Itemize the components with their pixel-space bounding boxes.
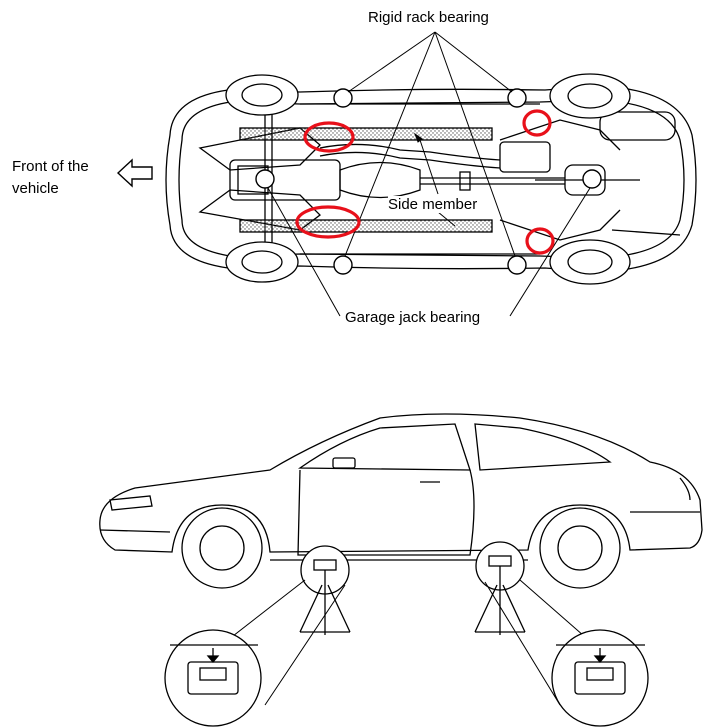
side-wheel-rear	[539, 507, 621, 589]
car-side-outline	[99, 413, 703, 553]
wheel-front-right	[225, 241, 299, 283]
label-front-of-vehicle-line1: Front of the	[12, 158, 89, 175]
detail-front	[164, 629, 262, 727]
label-garage-jack-bearing: Garage jack bearing	[345, 309, 481, 327]
highlight-side-member-front-upper	[303, 121, 355, 153]
highlight-side-member-front-lower	[295, 205, 361, 239]
jack-stand-rear	[474, 541, 526, 635]
muffler	[599, 111, 676, 141]
underside-view	[165, 73, 697, 285]
garage-jack-points	[255, 169, 602, 189]
side-wheel-front	[181, 507, 263, 589]
label-side-member: Side member	[388, 196, 478, 214]
garage-jack-leaders	[267, 187, 591, 317]
side-member-lower	[239, 219, 493, 233]
car-body-outline	[165, 85, 697, 273]
rigid-rack-points	[333, 88, 527, 275]
zoom-leaders	[214, 579, 601, 706]
label-front-of-vehicle-line2: vehicle	[12, 180, 59, 197]
side-member-leaders	[413, 132, 456, 227]
wheel-rear-left	[549, 73, 631, 119]
wheel-rear-right	[549, 239, 631, 285]
highlight-markers	[295, 109, 555, 255]
side-member-upper	[239, 127, 493, 141]
front-arrow-icon	[116, 158, 153, 188]
highlight-rear-lower	[525, 227, 555, 255]
wheel-front-left	[225, 74, 299, 116]
label-rigid-rack-bearing: Rigid rack bearing	[368, 9, 489, 26]
highlight-rear-upper	[522, 109, 552, 137]
jack-stand-front	[299, 545, 351, 635]
side-view	[99, 413, 703, 589]
detail-rear	[551, 629, 649, 727]
